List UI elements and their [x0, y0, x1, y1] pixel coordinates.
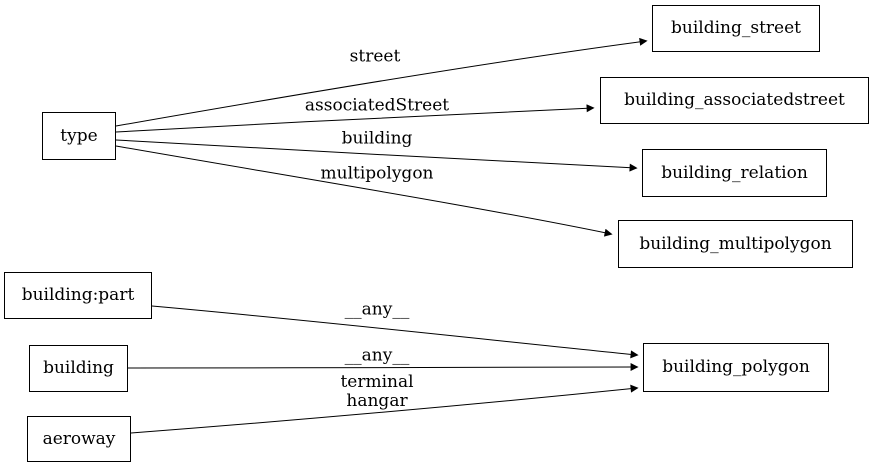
node-building-street: building_street — [652, 5, 820, 52]
node-type-label: type — [60, 125, 98, 146]
node-aeroway: aeroway — [27, 416, 131, 462]
node-building-multipolygon-label: building_multipolygon — [639, 233, 832, 254]
node-building: building — [29, 345, 128, 392]
node-building-part: building:part — [4, 272, 152, 319]
edge-building-to-building-polygon — [127, 363, 639, 372]
edge-type-to-building-associatedstreet — [115, 104, 595, 133]
node-building-part-label: building:part — [21, 285, 135, 305]
edge-label-any-building: __any__ — [344, 345, 410, 366]
edge-label-hangar: hangar — [346, 391, 408, 411]
node-building-street-label: building_street — [671, 18, 801, 38]
node-type: type — [42, 112, 116, 160]
edge-label-terminal: terminal — [340, 372, 414, 392]
edge-building-part-to-building-polygon — [151, 305, 639, 359]
node-building-polygon-label: building_polygon — [662, 357, 810, 377]
node-building-polygon: building_polygon — [643, 343, 829, 392]
edge-type-to-building-street — [115, 37, 648, 127]
edge-aeroway-to-building-polygon — [130, 384, 639, 434]
node-building-relation: building_relation — [642, 149, 827, 197]
edge-type-to-building-multipolygon — [115, 145, 613, 237]
edge-label-building: building — [341, 128, 413, 149]
node-building-relation-label: building_relation — [661, 162, 808, 183]
edge-label-street: street — [349, 46, 401, 67]
node-aeroway-label: aeroway — [42, 428, 116, 449]
node-building-multipolygon: building_multipolygon — [618, 220, 853, 268]
edge-label-terminal-hangar: terminal hangar — [340, 373, 413, 411]
edge-label-multipolygon: multipolygon — [320, 163, 434, 184]
node-building-associatedstreet: building_associatedstreet — [600, 77, 869, 124]
edge-type-to-building-relation — [115, 139, 638, 172]
edge-label-associatedstreet: associatedStreet — [304, 95, 450, 116]
node-building-label: building — [43, 358, 114, 378]
edge-label-any-building-part: __any__ — [344, 299, 410, 320]
node-building-associatedstreet-label: building_associatedstreet — [624, 90, 845, 110]
